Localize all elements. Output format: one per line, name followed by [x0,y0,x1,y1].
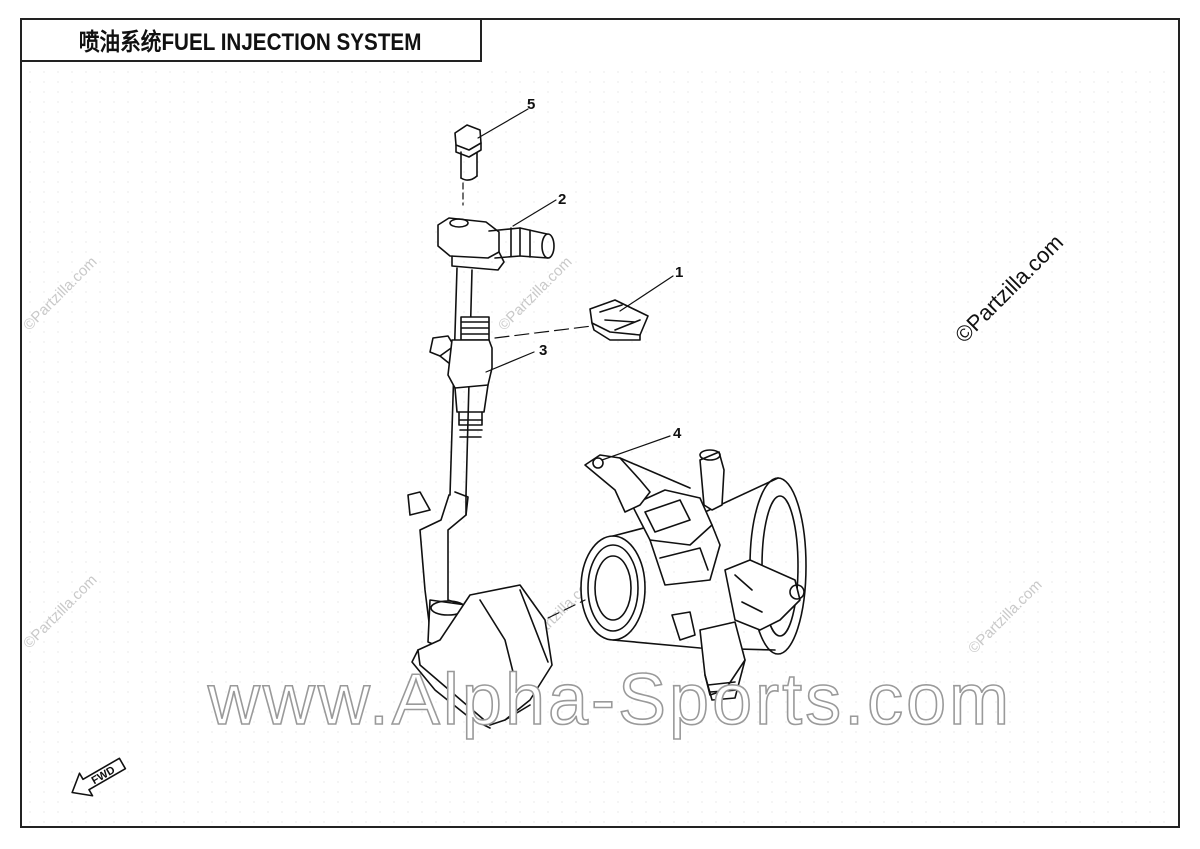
callout-4: 4 [673,425,682,442]
fuel-rail-connector-icon [407,217,555,651]
callout-5: 5 [527,96,536,113]
alpha-sports-watermark: www.Alpha-Sports.com [207,659,1013,741]
callout-3: 3 [539,342,548,359]
callout-1: 1 [675,264,684,281]
page-title: 喷油系统FUEL INJECTION SYSTEM [78,28,422,56]
diagram-frame [20,18,1180,828]
clip-icon [494,299,649,341]
fwd-label: FWD [90,764,118,787]
fwd-arrow-icon: FWD [71,757,127,797]
leader-lines [477,108,674,461]
bolt-icon [454,124,482,206]
fuel-injector-icon [429,316,493,438]
callout-2: 2 [558,191,567,208]
title-box: 喷油系统FUEL INJECTION SYSTEM [20,18,482,62]
throttle-body-icon [411,449,807,729]
